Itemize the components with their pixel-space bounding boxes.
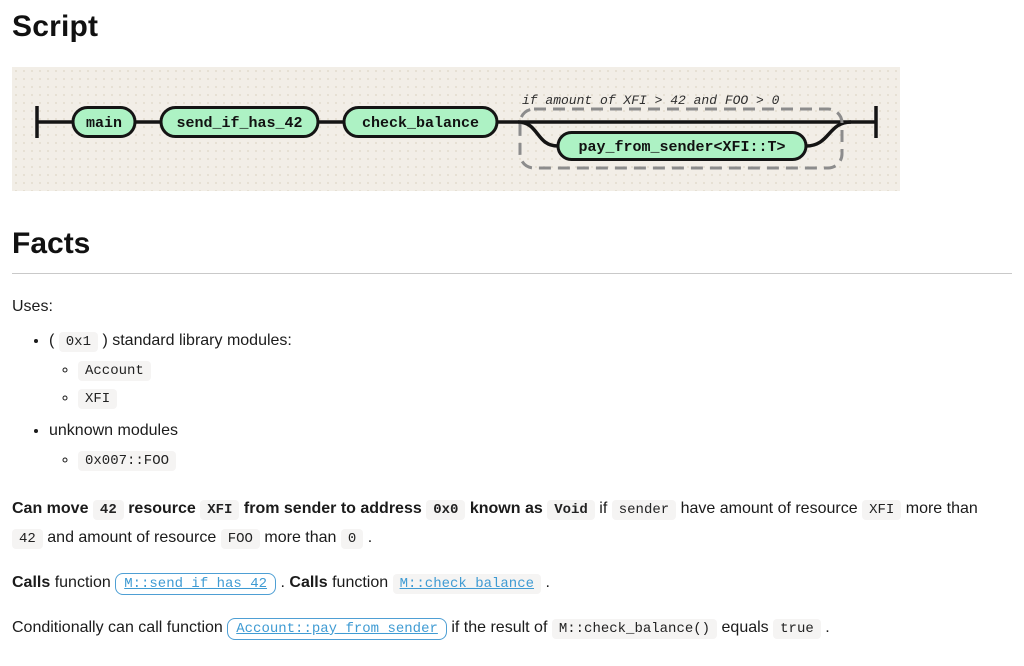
list-item: Account — [78, 361, 1012, 381]
unknown-modules-label: unknown modules — [49, 422, 178, 439]
fact-text: function — [332, 574, 389, 591]
page-title: Script — [12, 10, 99, 43]
list-item: XFI — [78, 389, 1012, 409]
module-chip-foo: 0x007::FOO — [78, 451, 177, 471]
fact-text: Can move — [12, 500, 89, 517]
fact-text: if — [599, 500, 608, 517]
function-link-pay-from-sender[interactable]: Account::pay_from_sender — [227, 618, 447, 640]
branch-up-rail — [805, 120, 852, 148]
node-check-balance — [342, 106, 499, 138]
call-result-chip: M::check_balance() — [551, 619, 718, 639]
list-item: 0x007::FOO — [78, 451, 1012, 471]
node-main — [71, 106, 137, 138]
module-chip-account: Account — [78, 361, 151, 381]
fact-text: Calls — [289, 574, 328, 591]
branch-down-rail — [517, 120, 559, 148]
sender-chip: sender — [611, 500, 677, 520]
railroad-diagram-svg: if amount of XFI > 42 and FOO > 0 main s… — [35, 93, 878, 170]
stdlib-suffix: ) standard library modules: — [102, 332, 292, 349]
function-link-send-if-has-42[interactable]: M::send_if_has_42 — [115, 573, 277, 595]
stdlib-address-chip: 0x1 — [58, 332, 98, 352]
node-pay-from-sender — [556, 131, 808, 161]
fact-text: known as — [469, 500, 543, 517]
uses-label: Uses: — [12, 298, 53, 315]
fact-text: . — [825, 619, 830, 636]
resource-chip: XFI — [200, 500, 240, 520]
fact-text: equals — [721, 619, 769, 636]
fact-text: if the result of — [451, 619, 548, 636]
node-pay-from-sender-label: pay_from_sender<XFI::T> — [578, 139, 785, 156]
module-chip-xfi: XFI — [78, 389, 118, 409]
alias-chip: Void — [547, 500, 595, 520]
fact-text: Calls — [12, 574, 51, 591]
fact-text: more than — [905, 500, 978, 517]
call-flow-diagram: if amount of XFI > 42 and FOO > 0 main s… — [12, 67, 900, 191]
address-chip: 0x0 — [426, 500, 466, 520]
fact-text: . — [280, 574, 285, 591]
modules-list: ( 0x1 ) standard library modules: Accoun… — [12, 332, 1012, 471]
unknown-modules-item: unknown modules 0x007::FOO — [49, 422, 1012, 471]
amount-chip: 42 — [92, 500, 124, 520]
fact-text: . — [367, 529, 373, 546]
fact-calls-paragraph: Calls function M::send_if_has_42 . Calls… — [12, 569, 1012, 598]
conditional-label: if amount of XFI > 42 and FOO > 0 — [522, 93, 780, 108]
fact-text: more than — [264, 529, 337, 546]
fact-text: Conditionally can call function — [12, 619, 223, 636]
function-link-check-balance[interactable]: M::check_balance — [392, 574, 542, 594]
value-chip: true — [773, 619, 821, 639]
stdlib-modules-sublist: Account XFI — [49, 361, 1012, 409]
node-main-label: main — [86, 115, 122, 132]
fact-text: function — [54, 574, 111, 591]
fact-text: and amount of resource — [47, 529, 217, 546]
facts-heading: Facts — [12, 227, 1012, 274]
unknown-modules-sublist: 0x007::FOO — [49, 451, 1012, 471]
stdlib-prefix: ( — [49, 332, 55, 349]
resource-chip: FOO — [220, 529, 260, 549]
fact-text: resource — [128, 500, 196, 517]
node-check-balance-label: check_balance — [362, 115, 479, 132]
stdlib-modules-item: ( 0x1 ) standard library modules: Accoun… — [49, 332, 1012, 409]
amount-chip: 0 — [340, 529, 364, 549]
diagram-nodes: main send_if_has_42 check_balance pay_fr… — [71, 106, 808, 161]
document-page: Script if amount of XFI > 42 and FOO > 0… — [0, 0, 1024, 643]
fact-text: from sender to address — [243, 500, 422, 517]
node-send-if-has-42-label: send_if_has_42 — [176, 115, 302, 132]
fact-move-paragraph: Can move 42 resource XFI from sender to … — [12, 495, 1012, 553]
fact-text: . — [545, 574, 550, 591]
conditional-group-border — [518, 107, 844, 170]
fact-conditional-paragraph: Conditionally can call function Account:… — [12, 614, 1012, 643]
diagram-rails — [35, 106, 878, 148]
node-send-if-has-42 — [159, 106, 320, 138]
amount-chip: 42 — [12, 529, 43, 549]
resource-chip: XFI — [862, 500, 902, 520]
fact-text: have amount of resource — [680, 500, 858, 517]
